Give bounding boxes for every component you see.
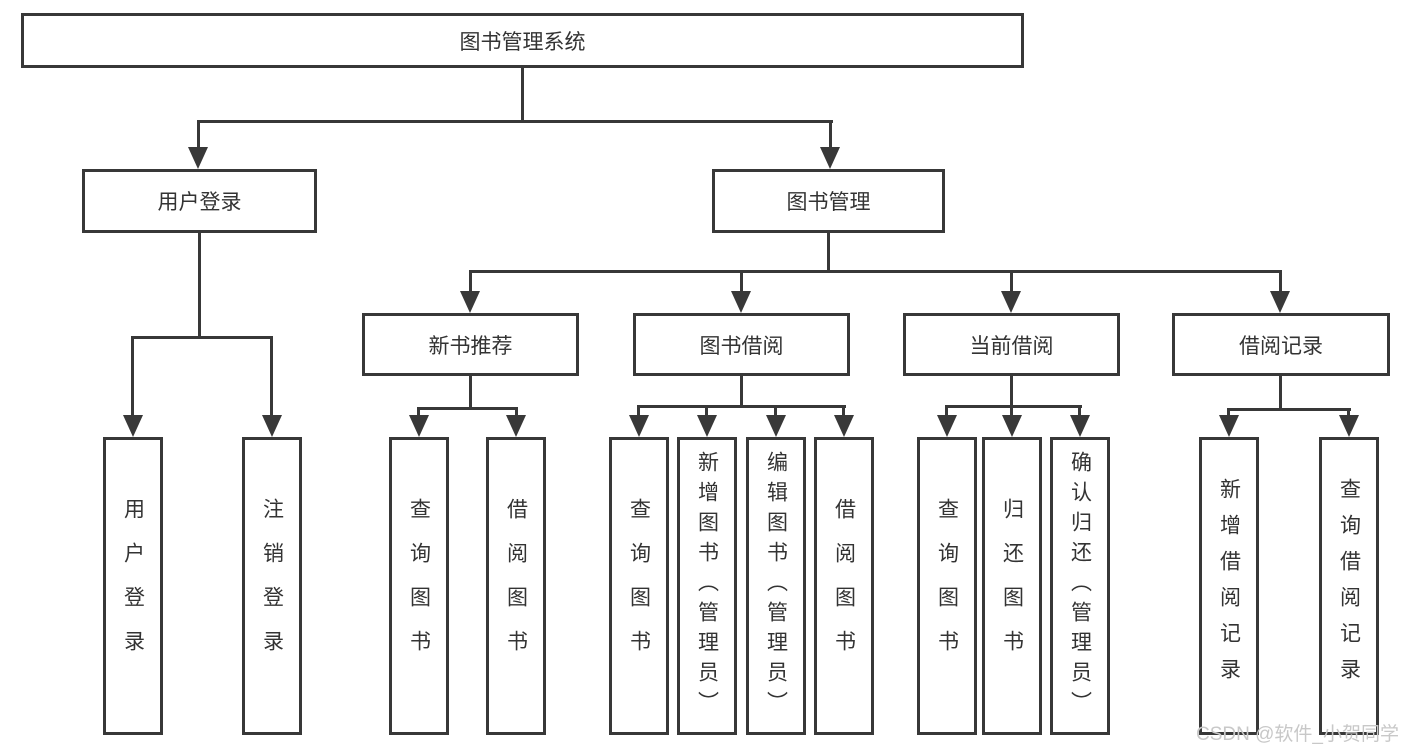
connector-line	[469, 270, 472, 293]
connector-line	[1227, 408, 1230, 417]
leaf-current-confirm-admin-label: 确认归还（管理员）	[1068, 451, 1092, 721]
leaf-current-query-label: 查询图书	[935, 498, 959, 674]
node-book-mgmt: 图书管理	[712, 169, 945, 233]
connector-line	[829, 120, 832, 149]
connector-line	[637, 405, 640, 417]
arrowhead-down-icon	[188, 147, 208, 169]
leaf-borrow-edit-admin-label: 编辑图书（管理员）	[764, 451, 788, 721]
arrowhead-down-icon	[834, 415, 854, 437]
connector-line	[740, 270, 743, 293]
connector-line	[417, 407, 518, 410]
leaf-borrow-book: 借阅图书	[814, 437, 874, 735]
arrowhead-down-icon	[820, 147, 840, 169]
arrowhead-down-icon	[1270, 291, 1290, 313]
connector-line	[705, 405, 708, 417]
node-new-book-rec: 新书推荐	[362, 313, 579, 376]
connector-line	[469, 376, 472, 407]
watermark: CSDN @软件_小贺同学	[1196, 724, 1399, 745]
arrowhead-down-icon	[1002, 415, 1022, 437]
connector-line	[197, 120, 833, 123]
node-book-borrow-label: 图书借阅	[699, 334, 784, 358]
leaf-borrow-book-label: 借阅图书	[832, 498, 856, 674]
node-borrow-record: 借阅记录	[1172, 313, 1390, 376]
connector-line	[1078, 405, 1081, 417]
connector-line	[197, 120, 200, 149]
connector-line	[131, 336, 273, 339]
connector-line	[1010, 405, 1013, 417]
leaf-current-return-label: 归还图书	[1000, 498, 1024, 674]
leaf-newbook-query: 查询图书	[389, 437, 449, 735]
leaf-current-return: 归还图书	[982, 437, 1042, 735]
arrowhead-down-icon	[1219, 415, 1239, 437]
arrowhead-down-icon	[937, 415, 957, 437]
connector-line	[1010, 270, 1013, 293]
node-user-login-label: 用户登录	[157, 191, 242, 214]
connector-line	[131, 336, 134, 417]
connector-line	[945, 405, 948, 417]
leaf-newbook-borrow-label: 借阅图书	[504, 498, 528, 674]
leaf-current-query: 查询图书	[917, 437, 977, 735]
leaf-record-query: 查询借阅记录	[1319, 437, 1379, 735]
connector-line	[521, 68, 524, 120]
connector-line	[1279, 376, 1282, 408]
leaf-record-query-label: 查询借阅记录	[1337, 478, 1361, 694]
arrowhead-down-icon	[1070, 415, 1090, 437]
arrowhead-down-icon	[460, 291, 480, 313]
arrowhead-down-icon	[697, 415, 717, 437]
node-user-login: 用户登录	[82, 169, 317, 233]
node-borrow-record-label: 借阅记录	[1239, 334, 1323, 358]
arrowhead-down-icon	[731, 291, 751, 313]
connector-line	[1279, 270, 1282, 293]
connector-line	[842, 405, 845, 417]
leaf-record-add: 新增借阅记录	[1199, 437, 1259, 735]
leaf-current-confirm-admin: 确认归还（管理员）	[1050, 437, 1110, 735]
node-book-borrow: 图书借阅	[633, 313, 850, 376]
connector-line	[740, 376, 743, 405]
connector-line	[1347, 408, 1350, 417]
leaf-record-add-label: 新增借阅记录	[1217, 478, 1241, 694]
connector-line	[1227, 408, 1351, 411]
arrowhead-down-icon	[409, 415, 429, 437]
leaf-newbook-borrow: 借阅图书	[486, 437, 546, 735]
node-current-borrow: 当前借阅	[903, 313, 1120, 376]
arrowhead-down-icon	[506, 415, 526, 437]
node-current-borrow-label: 当前借阅	[969, 334, 1054, 358]
leaf-logout: 注销登录	[242, 437, 302, 735]
connector-line	[637, 405, 846, 408]
connector-line	[945, 405, 1082, 408]
leaf-user-login: 用户登录	[103, 437, 163, 735]
leaf-borrow-add-admin-label: 新增图书（管理员）	[695, 451, 719, 721]
arrowhead-down-icon	[262, 415, 282, 437]
node-book-mgmt-label: 图书管理	[786, 191, 871, 214]
connector-line	[774, 405, 777, 417]
leaf-newbook-query-label: 查询图书	[407, 498, 431, 674]
connector-line	[417, 407, 420, 417]
arrowhead-down-icon	[123, 415, 143, 437]
connector-line	[270, 336, 273, 417]
leaf-borrow-edit-admin: 编辑图书（管理员）	[746, 437, 806, 735]
connector-line	[827, 233, 830, 270]
connector-line	[515, 407, 518, 417]
connector-line	[1010, 376, 1013, 405]
arrowhead-down-icon	[766, 415, 786, 437]
arrowhead-down-icon	[629, 415, 649, 437]
arrowhead-down-icon	[1001, 291, 1021, 313]
leaf-logout-label: 注销登录	[260, 498, 284, 674]
leaf-borrow-query: 查询图书	[609, 437, 669, 735]
connector-line	[469, 270, 1282, 273]
leaf-borrow-add-admin: 新增图书（管理员）	[677, 437, 737, 735]
node-root-label: 图书管理系统	[459, 30, 586, 54]
leaf-user-login-label: 用户登录	[121, 498, 145, 674]
node-new-book-rec-label: 新书推荐	[428, 334, 513, 358]
node-root: 图书管理系统	[21, 13, 1024, 68]
leaf-borrow-query-label: 查询图书	[627, 498, 651, 674]
connector-line	[198, 233, 201, 336]
arrowhead-down-icon	[1339, 415, 1359, 437]
